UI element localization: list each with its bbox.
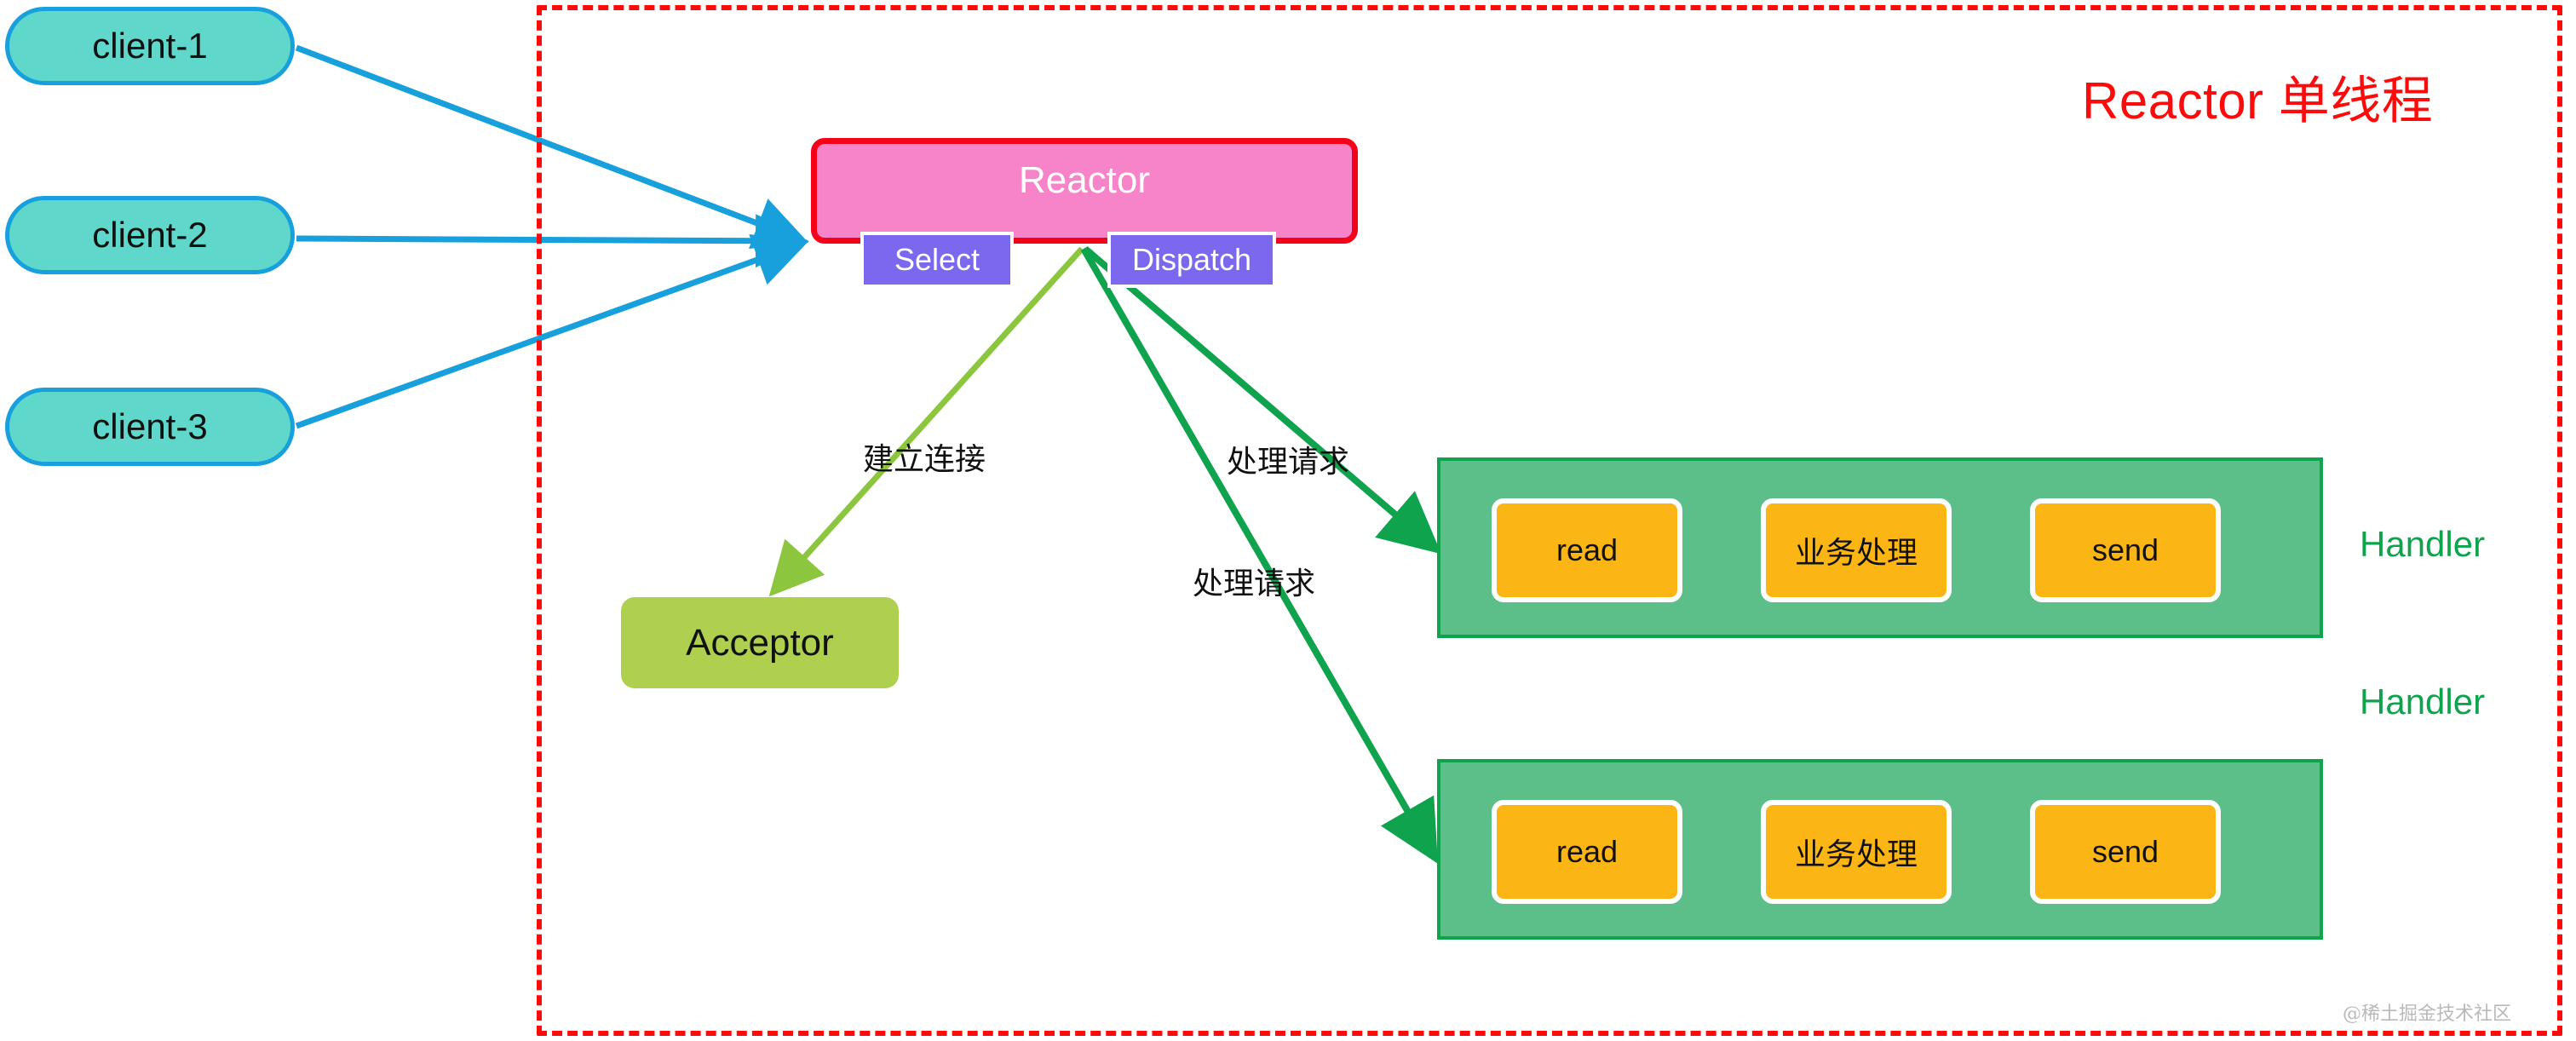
reactor-select-box[interactable]: Select	[860, 232, 1014, 288]
handler2-stage-process[interactable]: 业务处理	[1761, 800, 1952, 904]
edge-label-establish-connection: 建立连接	[863, 441, 986, 476]
region-title: Reactor 单线程	[2082, 72, 2434, 129]
client-node-2[interactable]: client-2	[5, 196, 295, 274]
stage-label: read	[1555, 532, 1619, 567]
dispatch-label: Dispatch	[1131, 242, 1252, 277]
handler-side-label-1: Handler	[2360, 524, 2486, 564]
stage-label: read	[1555, 834, 1619, 869]
client-label: client-1	[92, 26, 208, 66]
reactor-dispatch-box[interactable]: Dispatch	[1107, 232, 1276, 288]
stage-label: 业务处理	[1794, 535, 1918, 570]
stage-label: 业务处理	[1794, 837, 1918, 871]
handler1-stage-send[interactable]: send	[2030, 498, 2221, 602]
reactor-label: Reactor	[1018, 159, 1151, 201]
handler2-stage-send[interactable]: send	[2030, 800, 2221, 904]
handler2-stage-read[interactable]: read	[1492, 800, 1682, 904]
client-label: client-3	[92, 406, 208, 446]
handler-node-2[interactable]: read 业务处理 send	[1437, 759, 2323, 940]
reactor-node[interactable]: Reactor	[811, 138, 1358, 244]
handler-side-label-2: Handler	[2360, 682, 2486, 722]
edge-label-handle-request-1: 处理请求	[1227, 444, 1350, 479]
edge-label-handle-request-2: 处理请求	[1193, 566, 1316, 601]
handler-node-1[interactable]: read 业务处理 send	[1437, 457, 2323, 638]
client-label: client-2	[92, 215, 208, 255]
select-label: Select	[894, 242, 980, 277]
acceptor-label: Acceptor	[686, 621, 834, 664]
client-node-1[interactable]: client-1	[5, 7, 295, 85]
stage-label: send	[2091, 834, 2159, 869]
stage-label: send	[2091, 532, 2159, 567]
client-node-3[interactable]: client-3	[5, 388, 295, 466]
handler1-stage-process[interactable]: 业务处理	[1761, 498, 1952, 602]
handler1-stage-read[interactable]: read	[1492, 498, 1682, 602]
acceptor-node[interactable]: Acceptor	[621, 597, 899, 688]
reactor-region-boundary	[537, 5, 2562, 1036]
watermark: @稀土掘金技术社区	[2343, 1004, 2512, 1025]
